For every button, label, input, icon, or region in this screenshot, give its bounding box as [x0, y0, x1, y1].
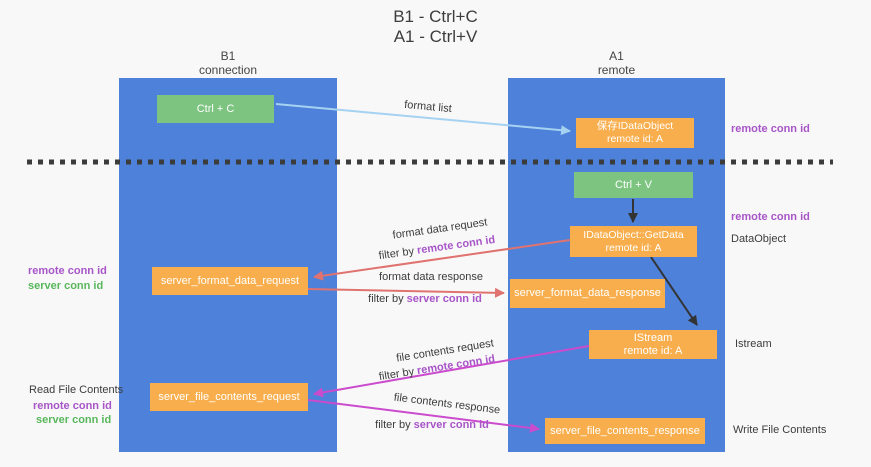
server-conn-id-mid-left-label: server conn id — [28, 280, 104, 292]
istream-line1: IStream — [633, 331, 673, 344]
ctrl-v-label: Ctrl + V — [615, 178, 652, 191]
getdata-box: IDataObject::GetData remote id: A — [570, 226, 697, 257]
format-data-response-filter-label: filter by server conn id — [368, 293, 482, 305]
save-dataobject-line1: 保存IDataObject — [596, 120, 674, 132]
remote-conn-id-mid-right-label: remote conn id — [731, 211, 810, 223]
lane-heading-a1: A1 remote — [508, 49, 725, 77]
title-line-1: B1 - Ctrl+C — [393, 7, 478, 26]
server-conn-id-filter-text: server conn id — [406, 293, 482, 305]
getdata-line1: IDataObject::GetData — [583, 228, 684, 241]
file-contents-response-label: file contents response — [393, 391, 501, 417]
format-data-response-label: format data response — [379, 271, 483, 283]
server-format-data-request-label: server_format_data_request — [160, 274, 300, 287]
istream-side-label: Istream — [735, 338, 772, 350]
remote-conn-id-top-right-label: remote conn id — [731, 123, 810, 135]
server-file-contents-request-box: server_file_contents_request — [150, 383, 308, 411]
server-format-data-request-box: server_format_data_request — [152, 267, 308, 295]
format-list-label: format list — [403, 98, 453, 116]
filter-by-text: filter by — [375, 419, 414, 431]
file-contents-response-filter-label: filter by server conn id — [375, 419, 489, 431]
lane-a1-name: A1 — [609, 49, 624, 63]
ctrl-c-label: Ctrl + C — [196, 102, 235, 115]
filter-by-text: filter by — [378, 244, 418, 263]
remote-conn-id-bottom-left-label: remote conn id — [33, 400, 112, 412]
title-line-2: A1 - Ctrl+V — [393, 27, 478, 46]
lane-a1-subtitle: remote — [597, 63, 636, 77]
write-file-contents-label: Write File Contents — [733, 424, 827, 436]
server-file-contents-request-label: server_file_contents_request — [158, 390, 300, 403]
dataobject-label: DataObject — [731, 233, 787, 245]
server-conn-id-filter-text: server conn id — [413, 419, 489, 431]
lane-b1-name: B1 — [220, 49, 236, 63]
diagram-title: B1 - Ctrl+C A1 - Ctrl+V — [0, 7, 871, 47]
lane-heading-b1: B1 connection — [119, 49, 337, 77]
remote-conn-id-filter-text: remote conn id — [416, 233, 496, 257]
ctrl-c-box: Ctrl + C — [157, 95, 274, 123]
server-format-data-response-label: server_format_data_response — [514, 287, 661, 299]
remote-conn-id-mid-left-label: remote conn id — [28, 265, 107, 277]
read-file-contents-label: Read File Contents — [29, 384, 124, 396]
server-file-contents-response-box: server_file_contents_response — [545, 418, 705, 444]
getdata-line2: remote id: A — [605, 241, 662, 254]
filter-by-text: filter by — [368, 293, 407, 305]
filter-by-text: filter by — [378, 365, 419, 384]
istream-line2: remote id: A — [623, 344, 683, 357]
lane-b1-subtitle: connection — [198, 63, 258, 77]
istream-box: IStream remote id: A — [589, 330, 717, 359]
save-dataobject-line2: remote id: A — [606, 133, 664, 145]
server-file-contents-response-label: server_file_contents_response — [550, 424, 700, 437]
ctrl-v-box: Ctrl + V — [574, 172, 693, 198]
server-conn-id-bottom-left-label: server conn id — [36, 414, 112, 426]
server-format-data-response-box: server_format_data_response — [510, 279, 665, 308]
save-dataobject-box: 保存IDataObject remote id: A — [576, 118, 694, 148]
